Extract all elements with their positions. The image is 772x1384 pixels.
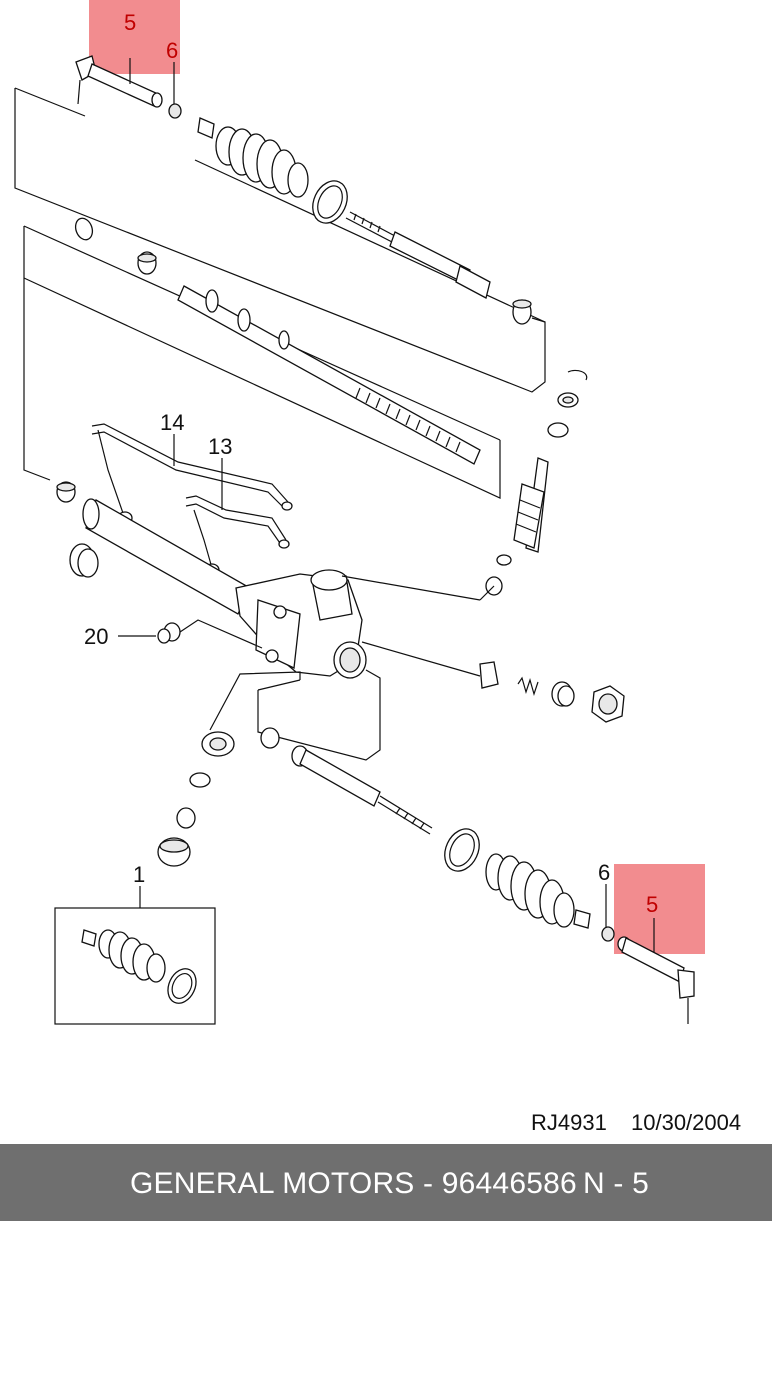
frame-rack — [23, 226, 51, 481]
clip-bottom — [573, 909, 591, 929]
callout-6-bottom: 6 — [598, 860, 610, 885]
o-ring-upper — [74, 217, 94, 241]
fitting-20 — [157, 622, 181, 644]
footer-brand-part: GENERAL MOTORS - 96446586 — [130, 1167, 577, 1200]
bushing-lower — [176, 807, 196, 829]
frame-upper-diag — [194, 159, 546, 323]
nut-bottom — [601, 926, 615, 942]
clip-top — [197, 117, 215, 139]
clamp-ring-top — [312, 180, 348, 224]
dust-seal-left — [69, 543, 99, 578]
inner-tie-rod-top — [345, 211, 491, 299]
bellows-boot-bottom — [485, 853, 575, 928]
callout-14: 14 — [160, 410, 184, 435]
bushing-upper — [137, 251, 157, 275]
reference-code: RJ4931 — [531, 1110, 607, 1135]
callout-13: 13 — [208, 434, 232, 459]
cap-lower — [157, 837, 191, 867]
footer-bar — [0, 1144, 772, 1221]
boot-kit-contents — [81, 929, 197, 1004]
rack-shaft — [177, 285, 481, 465]
clamp-ring-bottom — [444, 828, 480, 872]
lock-nut — [591, 685, 625, 723]
hydraulic-line-14 — [91, 423, 293, 525]
bellows-boot-top — [215, 126, 309, 198]
reference-date: 10/30/2004 — [631, 1110, 741, 1135]
highlight-top — [89, 0, 180, 74]
pinion-shaft — [513, 457, 549, 553]
nut-top — [168, 103, 182, 119]
bushing-lower-rack — [260, 727, 280, 749]
bearing-pinion-lower — [547, 422, 569, 438]
steering-rack-exploded-diagram: .ln { stroke: #111; stroke-width: 1.2; f… — [14, 0, 741, 1135]
guide-spring — [517, 676, 539, 697]
callout-1: 1 — [133, 862, 145, 887]
o-ring-lower — [189, 772, 211, 788]
rack-guide — [479, 661, 499, 689]
adjuster-plug — [551, 681, 575, 707]
pinion-seal — [496, 554, 512, 566]
frame-lower — [257, 669, 381, 761]
bushing-top-right — [512, 299, 532, 325]
boot-kit-frame — [54, 907, 216, 1025]
inner-tie-rod-bottom — [291, 745, 433, 835]
tie-rod-end-top — [75, 55, 163, 108]
tie-rod-end-bottom — [617, 936, 695, 1024]
snap-ring-pinion — [567, 369, 588, 381]
rack-housing — [82, 498, 367, 679]
footer-caption: GENERAL MOTORS - 96446586 N - 5 — [0, 1144, 772, 1221]
bushing-housing-left — [56, 481, 76, 503]
seal-lower — [201, 731, 235, 757]
callout-20: 20 — [84, 624, 108, 649]
callout-6-top: 6 — [166, 38, 178, 63]
callout-5-bottom: 5 — [646, 892, 658, 917]
callout-5-top: 5 — [124, 10, 136, 35]
footer-page-ref: N - 5 — [583, 1167, 650, 1200]
bearing-pinion-upper — [557, 392, 579, 408]
